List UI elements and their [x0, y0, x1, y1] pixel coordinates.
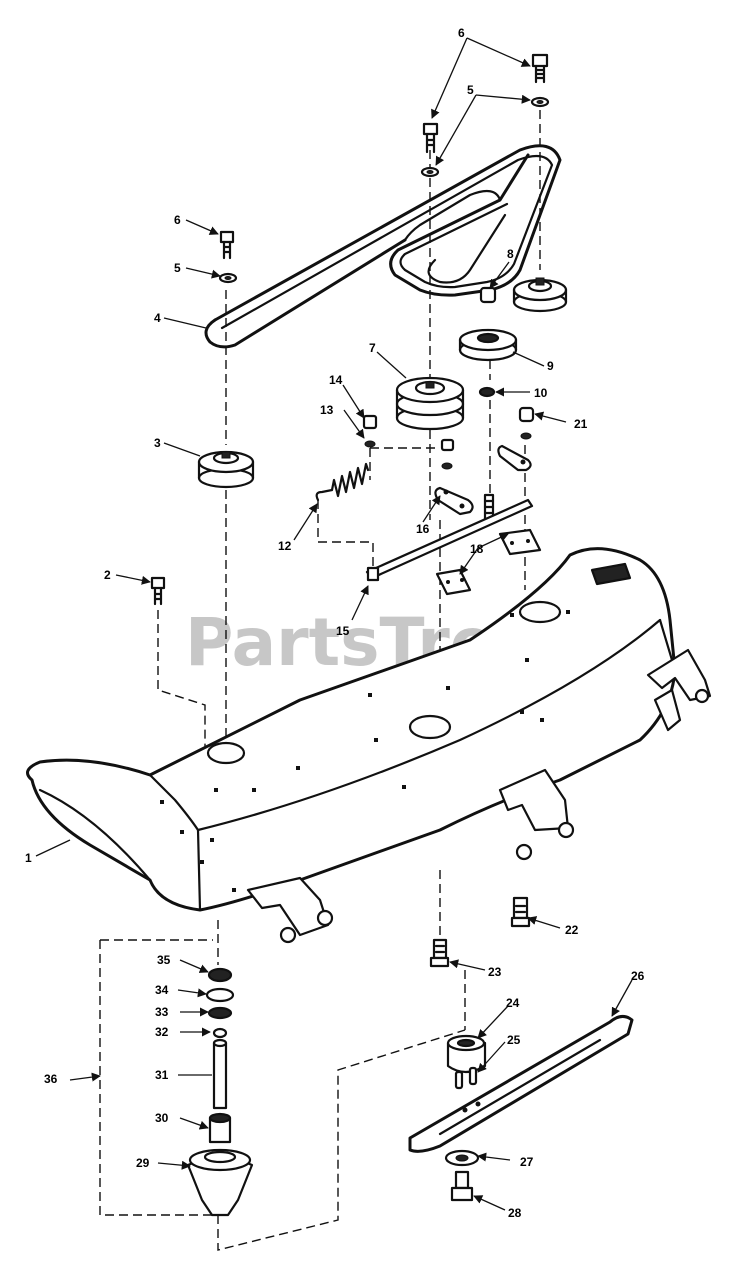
callout-6-left: 6: [174, 213, 181, 227]
callout-1: 1: [25, 851, 32, 865]
bolt-23: [429, 938, 450, 968]
callout-35: 35: [157, 953, 171, 967]
nut-8: [479, 286, 497, 304]
callout-13: 13: [320, 403, 334, 417]
brace-bar-15: [365, 498, 534, 582]
callout-21: 21: [574, 417, 588, 431]
mower-deck-1: [26, 547, 712, 944]
callout-24: 24: [506, 996, 520, 1010]
callout-7: 7: [369, 341, 376, 355]
blade-26: [408, 1015, 634, 1153]
bolt-2: [150, 576, 166, 606]
nut-21: [518, 406, 535, 440]
nut-14: [362, 414, 378, 448]
pulley-3: [197, 450, 255, 489]
callout-labels: 1 2 3 4 5 5 6 6 7 8 9 10 12 13 14 15 16 …: [25, 26, 645, 1220]
plates-18: [435, 528, 542, 596]
bolt-28: [450, 1170, 474, 1202]
blade-hub-24: [446, 1034, 487, 1074]
callout-9: 9: [547, 359, 554, 373]
nut-center: [440, 438, 455, 470]
idler-arm-16: [434, 486, 474, 516]
callout-28: 28: [508, 1206, 522, 1220]
washer-10: [478, 386, 496, 398]
leader-lines: [35, 37, 633, 1211]
deck-holes: [160, 610, 570, 892]
callout-22: 22: [565, 923, 579, 937]
spring-12: [315, 462, 370, 502]
callout-31: 31: [155, 1068, 169, 1082]
spindle-assembly-36: [186, 967, 254, 1217]
callout-4: 4: [154, 311, 161, 325]
callout-5-top: 5: [467, 83, 474, 97]
callout-25: 25: [507, 1033, 521, 1047]
idler-arm-right: [497, 444, 532, 472]
washer-5-center: [420, 166, 440, 178]
callout-33: 33: [155, 1005, 169, 1019]
callout-2: 2: [104, 568, 111, 582]
pins-25: [454, 1066, 478, 1090]
pulley-7: [395, 376, 465, 431]
washer-5-right: [530, 96, 550, 108]
callout-26: 26: [631, 969, 645, 983]
drive-belt: [204, 144, 562, 349]
callout-30: 30: [155, 1111, 169, 1125]
callout-14: 14: [329, 373, 343, 387]
bolt-6-right: [531, 53, 549, 84]
callout-16: 16: [416, 522, 430, 536]
callout-23: 23: [488, 965, 502, 979]
callout-8: 8: [507, 247, 514, 261]
callout-12: 12: [278, 539, 292, 553]
bolt-6-center: [422, 122, 439, 154]
callout-6-top: 6: [458, 26, 465, 40]
pulley-right-top: [512, 277, 568, 313]
callout-18: 18: [470, 542, 484, 556]
callout-34: 34: [155, 983, 169, 997]
callout-10: 10: [534, 386, 548, 400]
bolt-6-left: [219, 230, 235, 260]
callout-15: 15: [336, 624, 350, 638]
washer-27: [444, 1149, 480, 1167]
washer-5-left: [218, 272, 238, 284]
pulley-9: [458, 328, 518, 362]
callout-3: 3: [154, 436, 161, 450]
callout-5-left: 5: [174, 261, 181, 275]
callout-32: 32: [155, 1025, 169, 1039]
callout-29: 29: [136, 1156, 150, 1170]
bolt-22: [510, 896, 531, 928]
callout-27: 27: [520, 1155, 534, 1169]
callout-36: 36: [44, 1072, 58, 1086]
